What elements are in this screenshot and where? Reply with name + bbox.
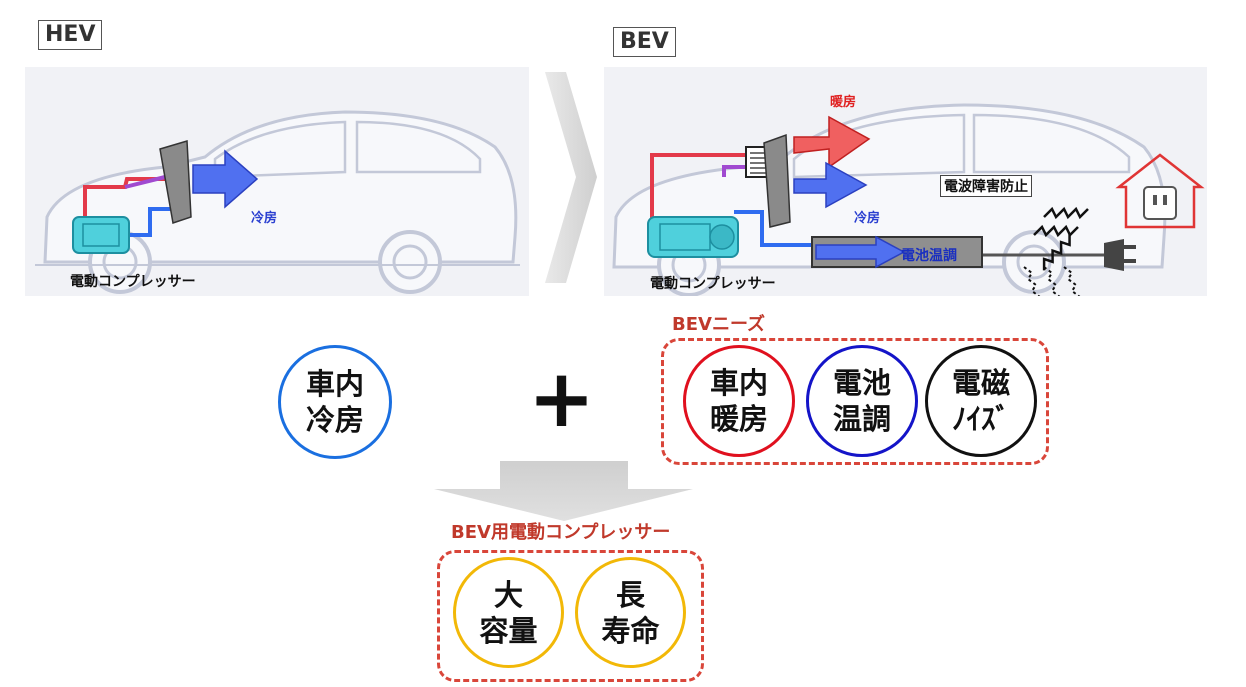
hev-illustration-panel: 冷房 電動コンプレッサー bbox=[25, 67, 529, 296]
plus-sign: + bbox=[528, 352, 596, 445]
hev-tag: HEV bbox=[38, 20, 103, 50]
right-chevron-arrow bbox=[545, 72, 597, 283]
bev-battery-label: 電池温調 bbox=[901, 248, 957, 264]
result-line1: 大 bbox=[493, 577, 523, 612]
bev-needs-title: BEVニーズ bbox=[672, 314, 766, 335]
refrigerant-pipe-cold bbox=[734, 210, 834, 247]
down-arrow bbox=[434, 461, 693, 521]
refrigerant-pipe-hot bbox=[650, 153, 746, 227]
need-line2: ﾉｲｽﾞ bbox=[951, 402, 1010, 436]
hev-cooling-label: 冷房 bbox=[251, 211, 278, 226]
bev-tag: BEV bbox=[613, 27, 676, 57]
heating-arrow bbox=[793, 115, 871, 169]
result-title: BEV用電動コンプレッサー bbox=[451, 522, 671, 543]
result-large-capacity-circle: 大 容量 bbox=[453, 557, 564, 668]
bev-needs-box bbox=[661, 338, 1049, 465]
car-rear-window-outline bbox=[972, 113, 1131, 174]
need-line1: 車内 bbox=[709, 366, 768, 400]
rear-wheel bbox=[378, 230, 442, 294]
need-line1: 電磁 bbox=[951, 366, 1010, 400]
evaporator-plate bbox=[159, 140, 192, 224]
hev-car-illustration bbox=[35, 110, 520, 294]
need-em-noise-circle: 電磁 ﾉｲｽﾞ bbox=[925, 345, 1037, 457]
bev-car-illustration bbox=[612, 103, 1205, 296]
base-need-cabin-cooling-circle: 車内 冷房 bbox=[278, 345, 392, 459]
need-line2: 暖房 bbox=[709, 402, 768, 436]
electric-compressor bbox=[72, 216, 130, 254]
need-cabin-heating-circle: 車内 暖房 bbox=[683, 345, 795, 457]
car-rear-window-outline bbox=[355, 120, 482, 174]
cooling-arrow bbox=[793, 161, 868, 209]
result-line2: 寿命 bbox=[601, 613, 660, 648]
charging-plug-icon bbox=[1104, 239, 1124, 271]
cooling-arrow bbox=[192, 149, 259, 209]
refrigerant-pipe-cold bbox=[120, 207, 185, 237]
need-line2: 冷房 bbox=[305, 403, 364, 437]
result-line1: 長 bbox=[615, 577, 645, 612]
bev-emi-label: 電波障害防止 bbox=[940, 175, 1032, 197]
need-line1: 車内 bbox=[305, 367, 364, 401]
battery-arrow bbox=[815, 235, 906, 269]
bev-cooling-label: 冷房 bbox=[854, 211, 881, 226]
evaporator-plate bbox=[763, 133, 791, 228]
result-box bbox=[437, 550, 704, 682]
hev-compressor-label: 電動コンプレッサー bbox=[70, 274, 196, 290]
need-line1: 電池 bbox=[832, 366, 891, 400]
bev-heating-label: 暖房 bbox=[830, 95, 857, 110]
car-body-outline bbox=[612, 103, 1167, 269]
result-long-life-circle: 長 寿命 bbox=[575, 557, 686, 668]
power-outlet-icon bbox=[1143, 186, 1177, 220]
bev-compressor-label: 電動コンプレッサー bbox=[650, 276, 776, 292]
house-icon bbox=[1115, 153, 1205, 229]
result-line2: 容量 bbox=[479, 613, 538, 648]
emi-wave-lines-lower bbox=[1023, 266, 1081, 296]
emi-wave-lines bbox=[1033, 206, 1089, 271]
bev-illustration-panel: 暖房 冷房 電池温調 電波障害防止 電動コンプレッサー bbox=[604, 67, 1207, 296]
need-battery-temp-circle: 電池 温調 bbox=[806, 345, 918, 457]
car-window-outline bbox=[213, 120, 347, 179]
need-line2: 温調 bbox=[832, 402, 891, 436]
car-body-outline bbox=[43, 110, 518, 264]
